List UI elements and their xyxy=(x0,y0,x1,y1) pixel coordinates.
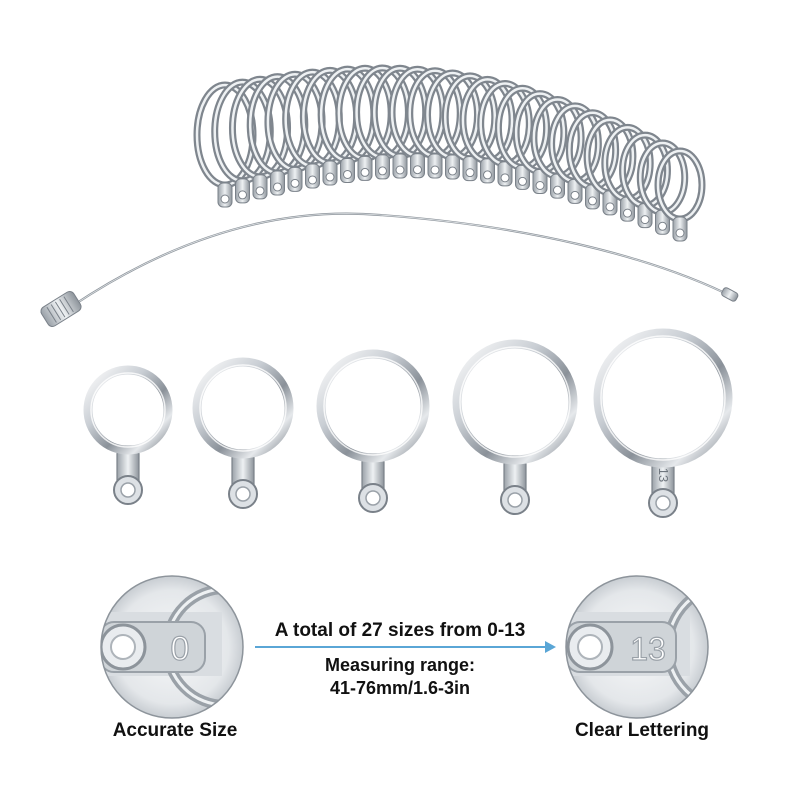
caption-accurate-size: Accurate Size xyxy=(112,720,238,741)
caption-clear-lettering: Clear Lettering xyxy=(574,720,710,741)
sample-ring: 13 xyxy=(593,328,733,518)
measuring-range-value: 41-76mm/1.6-3in xyxy=(329,678,471,698)
sizing-ring xyxy=(441,72,499,182)
cable-end-cap xyxy=(721,287,739,302)
sizing-ring xyxy=(424,69,481,180)
sizing-ring xyxy=(494,84,551,190)
steel-cable xyxy=(51,212,736,321)
sizing-ring xyxy=(548,102,602,204)
sample-ring xyxy=(192,357,294,509)
sizing-ring xyxy=(565,109,620,210)
sizing-ring xyxy=(477,80,533,187)
sample-ring xyxy=(316,349,430,513)
measuring-range-title: Measuring range: xyxy=(324,655,476,675)
arrow-right-icon xyxy=(255,641,556,653)
engraving-zero: 0 xyxy=(171,630,190,668)
sizing-ring xyxy=(530,96,585,199)
ring-sizer-set-icon xyxy=(40,64,739,328)
ring-size-engraving: 13 xyxy=(656,468,671,482)
sizing-ring xyxy=(512,90,568,195)
sample-rings-row: 13 xyxy=(83,328,733,518)
sizing-ring xyxy=(459,75,516,184)
engraving-thirteen: 13 xyxy=(630,631,666,667)
sizes-headline: A total of 27 sizes from 0-13 xyxy=(274,620,526,641)
sizing-ring xyxy=(654,147,706,242)
callout-clear-lettering: 13 xyxy=(565,575,709,719)
sample-ring xyxy=(83,365,173,505)
cable-screw-lock xyxy=(40,290,82,328)
sample-ring xyxy=(452,339,578,515)
